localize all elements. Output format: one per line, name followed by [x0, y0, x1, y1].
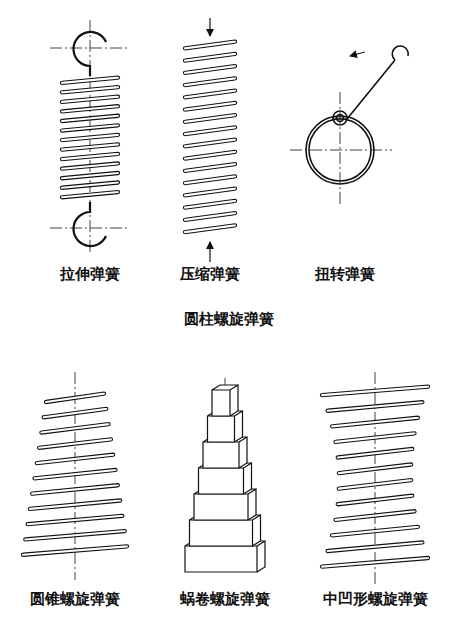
spring-label: 中凹形螺旋弹簧 — [323, 590, 428, 608]
coil-turn — [183, 40, 236, 50]
coil-turn — [24, 529, 127, 541]
coil-turn — [183, 65, 236, 75]
spring-label: 拉伸弹簧 — [60, 265, 120, 283]
coil-turn — [26, 514, 124, 526]
coil-turn — [31, 484, 120, 496]
coil-turn — [183, 163, 236, 173]
compression-arrows — [209, 18, 210, 262]
coil-turn — [42, 407, 108, 419]
coil-turn — [183, 101, 236, 111]
coil-turn — [183, 150, 236, 160]
coil-turn — [320, 385, 429, 397]
coil-turn — [60, 181, 119, 189]
coil-turn — [337, 463, 412, 475]
coil-turn — [60, 95, 119, 103]
coil-turn — [183, 114, 236, 124]
spring-label: 圆柱螺旋弹簧 — [184, 310, 274, 328]
coil-turn — [60, 171, 119, 179]
coil-turn — [60, 114, 119, 122]
coil-turn — [183, 89, 236, 99]
coil-turn — [326, 541, 424, 553]
coil-turn — [60, 86, 119, 94]
spring-label: 压缩弹簧 — [180, 265, 240, 283]
spring-label: 蜗卷螺旋弹簧 — [180, 590, 270, 608]
coil-turn — [320, 556, 429, 568]
coil-turn — [60, 124, 119, 132]
coil-turn — [334, 510, 416, 522]
coil-turn — [33, 468, 117, 480]
spring-label: 圆锥螺旋弹簧 — [30, 590, 120, 608]
coil-turn — [183, 212, 236, 222]
coil-turn — [183, 187, 236, 197]
coil-turn — [21, 545, 128, 557]
coil-turn — [326, 401, 424, 413]
coil-turn — [60, 190, 119, 198]
coil-turn — [60, 143, 119, 151]
coil-turn — [183, 138, 236, 148]
volute-step — [212, 385, 238, 416]
coil-turn — [183, 126, 236, 136]
coil-turn — [331, 416, 420, 428]
coil-turn — [60, 133, 119, 141]
coil-turn — [60, 162, 119, 170]
coil-turn — [28, 499, 121, 511]
coil-turn — [183, 52, 236, 62]
coil-turn — [183, 199, 236, 209]
coil-turn — [337, 479, 412, 491]
coil-windings — [21, 40, 429, 572]
coil-turn — [336, 494, 414, 506]
coil-turn — [183, 175, 236, 185]
spring-label: 扭转弹簧 — [315, 265, 375, 283]
coil-turn — [44, 392, 105, 404]
coil-turn — [183, 77, 236, 87]
coil-turn — [60, 76, 119, 84]
coil-turn — [37, 438, 112, 450]
coil-turn — [336, 447, 414, 459]
coil-turn — [183, 224, 236, 234]
coil-turn — [331, 525, 420, 537]
coil-turn — [334, 432, 416, 444]
center-line — [225, 378, 226, 385]
coil-turn — [35, 453, 115, 465]
coil-turn — [40, 423, 110, 435]
torsion-spring — [306, 46, 408, 184]
coil-turn — [60, 105, 119, 113]
coil-turn — [60, 152, 119, 160]
